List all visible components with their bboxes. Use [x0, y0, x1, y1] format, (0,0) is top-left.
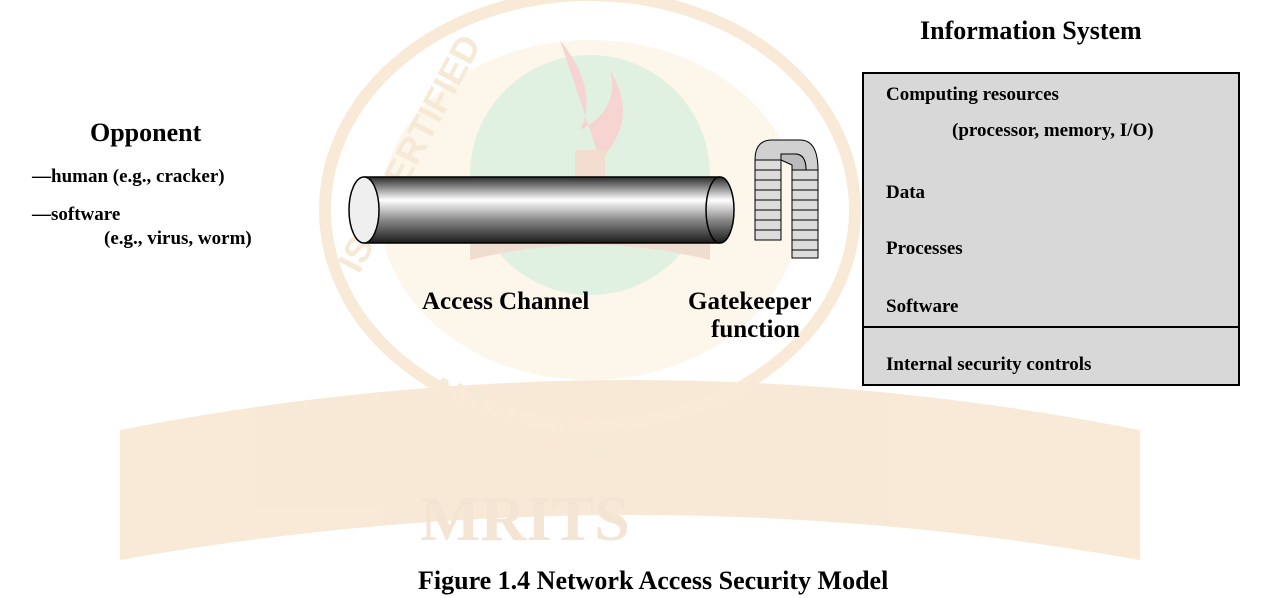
access-channel-pipe [348, 176, 735, 244]
resource-data: Data [886, 182, 926, 203]
opponent-item-software-examples: (e.g., virus, worm) [104, 228, 252, 249]
internal-security-controls: Internal security controls [886, 354, 1092, 375]
gatekeeper-label-line1: Gatekeeper [688, 288, 812, 315]
resource-computing-detail: (processor, memory, I/O) [952, 120, 1154, 141]
figure-caption: Figure 1.4 Network Access Security Model [418, 566, 889, 595]
resource-computing: Computing resources [886, 84, 1059, 105]
resource-software: Software [886, 296, 959, 317]
opponent-item-software: —software [32, 204, 121, 225]
info-system-title: Information System [920, 16, 1142, 45]
info-system-box: Computing resources (processor, memory, … [862, 72, 1240, 386]
resource-processes: Processes [886, 238, 963, 259]
gatekeeper-label-line2: function [711, 316, 800, 343]
info-system-divider [864, 326, 1238, 328]
access-channel-label: Access Channel [422, 288, 590, 315]
opponent-item-human: —human (e.g., cracker) [32, 166, 225, 187]
opponent-title: Opponent [90, 118, 202, 147]
svg-text:MRITS: MRITS [420, 483, 630, 554]
gatekeeper-gate-icon [754, 139, 819, 259]
